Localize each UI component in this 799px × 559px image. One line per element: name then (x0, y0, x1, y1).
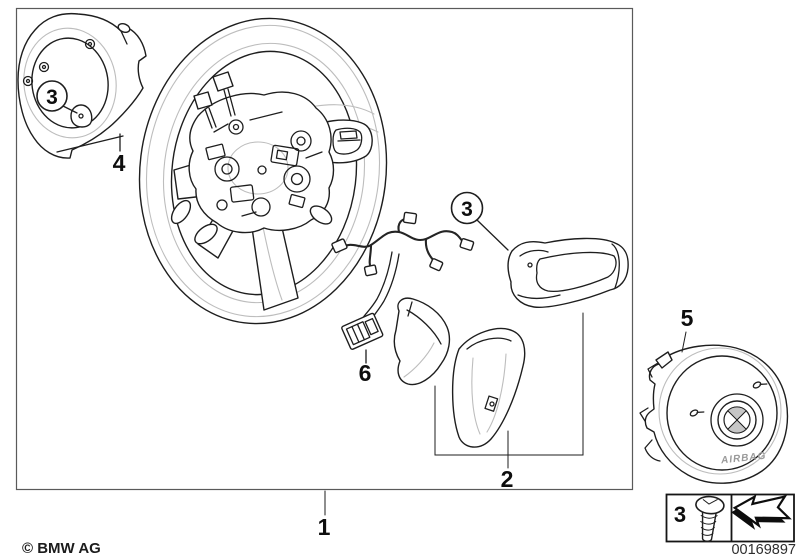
callout-screw-trim-label: 3 (461, 198, 473, 221)
screw-mark-icon (689, 409, 705, 417)
callout-leader-screw-cover (62, 105, 78, 114)
callout-leader-screw-trim (476, 219, 509, 251)
part-label-5: 5 (681, 305, 694, 331)
direction-arrow-icon (731, 494, 792, 530)
column-cover-part4: 3 4 (17, 12, 147, 176)
part5-leader (681, 331, 687, 353)
trim-piece-middle (451, 327, 526, 448)
part-label-2: 2 (501, 466, 514, 492)
screw-mark-icon (752, 381, 768, 389)
airbag-embossed-text: AIRBAG (720, 451, 767, 467)
part-label-4: 4 (113, 150, 126, 176)
callout-screw-cover-label: 3 (46, 86, 58, 109)
trim-piece-right (507, 237, 629, 308)
callout-circle-screw-trim: 3 (450, 191, 484, 225)
part-label-1: 1 (318, 514, 331, 540)
document-number: 00169897 (731, 542, 796, 558)
cover-screw-holes (22, 38, 96, 128)
wheel-hub-armature (188, 91, 335, 234)
wiring-harness: 6 (331, 211, 475, 386)
legend-part-number: 3 (674, 502, 686, 527)
screw-icon (695, 495, 725, 542)
legend-box: 3 (665, 493, 795, 543)
part-label-6: 6 (359, 360, 372, 386)
airbag-module: AIRBAG 5 (639, 305, 789, 484)
part2-bracket (434, 312, 584, 456)
callout-circle-screw-cover: 3 (36, 80, 68, 112)
harness-main-connector (341, 312, 384, 350)
copyright-text: © BMW AG (22, 540, 101, 557)
bmw-roundel (717, 400, 757, 440)
trim-piece-left (393, 297, 451, 386)
wheel-connector-tabs (193, 71, 236, 129)
trim-covers: 3 2 (393, 191, 629, 492)
steering-wheel (138, 17, 388, 325)
